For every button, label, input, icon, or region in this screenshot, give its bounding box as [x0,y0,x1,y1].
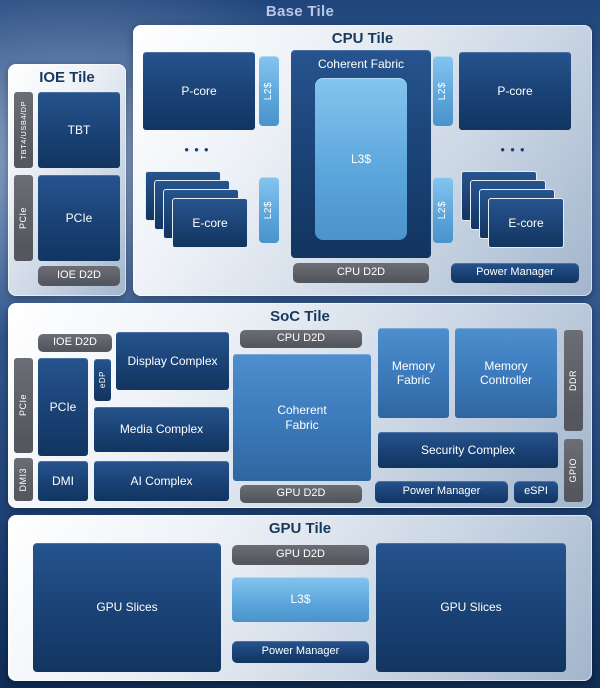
gpu-slices-left-block: GPU Slices [33,543,221,672]
ioe-pcie-strip-label: PCIe [18,206,29,229]
memory-fabric-block: Memory Fabric [378,328,449,418]
ddr-strip-label: DDR [568,370,579,391]
ddr-strip: DDR [564,330,583,431]
more-cores-left-dots: ●●● [184,145,214,154]
memory-controller-label: Memory Controller [479,358,533,387]
cpu-d2d-pill: CPU D2D [293,263,429,283]
e-core-front-layer: E-core [172,198,248,248]
e-core-stack-right: E-core [461,171,565,249]
media-complex-block: Media Complex [94,407,229,452]
gpu-slices-right-block: GPU Slices [376,543,566,672]
cpu-power-manager-pill: Power Manager [451,263,579,283]
soc-cpu-d2d-pill: CPU D2D [240,330,362,348]
e-core-stack-left: E-core [145,171,249,249]
gpu-tile: GPU Tile GPU Slices GPU D2D L3$ Power Ma… [8,515,592,681]
ioe-pcie-strip: PCIe [14,175,33,261]
gpu-power-manager-pill: Power Manager [232,641,369,663]
more-cores-right-dots: ●●● [500,145,530,154]
l2-cache-right-top: L2$ [433,56,453,126]
soc-edp-label: eDP [97,371,107,389]
soc-pcie-strip-label: PCIe [18,394,29,417]
soc-ioe-d2d-pill: IOE D2D [38,334,112,352]
espi-block: eSPI [514,481,558,503]
cpu-tile: CPU Tile P-core L2$ ●●● E-core L2$ Coher… [133,25,592,296]
soc-tile: SoC Tile IOE D2D PCIe DMI3 PCIe eDP Disp… [8,303,592,508]
gpio-strip-label: GPIO [568,458,579,483]
tbt4-usb4-dp-label: TBT4/USB4/DP [19,100,28,160]
soc-gpu-d2d-pill: GPU D2D [240,485,362,503]
l2-label: L2$ [437,81,448,101]
cpu-coherent-fabric-label: Coherent Fabric [317,57,405,71]
ioe-tile: IOE Tile TBT4/USB4/DP TBT PCIe PCIe IOE … [8,64,126,296]
p-core-right-block: P-core [459,52,571,130]
l2-cache-left-bottom: L2$ [259,177,279,243]
ioe-tile-title: IOE Tile [39,69,95,86]
gpu-l3-cache-block: L3$ [232,577,369,622]
ioe-d2d-pill: IOE D2D [38,266,120,286]
soc-coherent-fabric-block: Coherent Fabric [233,354,371,481]
l2-cache-left-top: L2$ [259,56,279,126]
cpu-coherent-fabric-panel: Coherent Fabric L3$ [291,50,431,258]
soc-dmi3-strip-label: DMI3 [18,467,29,492]
security-complex-block: Security Complex [378,432,558,468]
tbt4-usb4-dp-strip: TBT4/USB4/DP [14,92,33,168]
l2-cache-right-bottom: L2$ [433,177,453,243]
ioe-pcie-block: PCIe [38,175,120,261]
e-core-front-layer: E-core [488,198,564,248]
display-complex-block: Display Complex [116,332,229,390]
soc-edp-tab: eDP [94,359,111,401]
cpu-tile-title: CPU Tile [331,30,394,47]
gpu-d2d-pill: GPU D2D [232,545,369,565]
ai-complex-block: AI Complex [94,461,229,501]
gpu-tile-title: GPU Tile [268,520,332,537]
soc-pcie-block: PCIe [38,358,88,456]
soc-coherent-fabric-label: Coherent Fabric [277,403,327,432]
tbt-block: TBT [38,92,120,168]
dmi-block: DMI [38,461,88,501]
soc-pcie-strip: PCIe [14,358,33,453]
soc-dmi3-strip: DMI3 [14,458,33,501]
soc-power-manager-pill: Power Manager [375,481,508,503]
l2-label: L2$ [263,81,274,101]
memory-fabric-label: Memory Fabric [391,358,436,387]
memory-controller-block: Memory Controller [455,328,557,418]
soc-tile-title: SoC Tile [270,308,330,325]
l2-label: L2$ [263,200,274,220]
cpu-l3-cache-block: L3$ [315,78,407,240]
base-tile-title: Base Tile [265,3,335,20]
l2-label: L2$ [437,200,448,220]
p-core-left-block: P-core [143,52,255,130]
gpio-strip: GPIO [564,439,583,502]
